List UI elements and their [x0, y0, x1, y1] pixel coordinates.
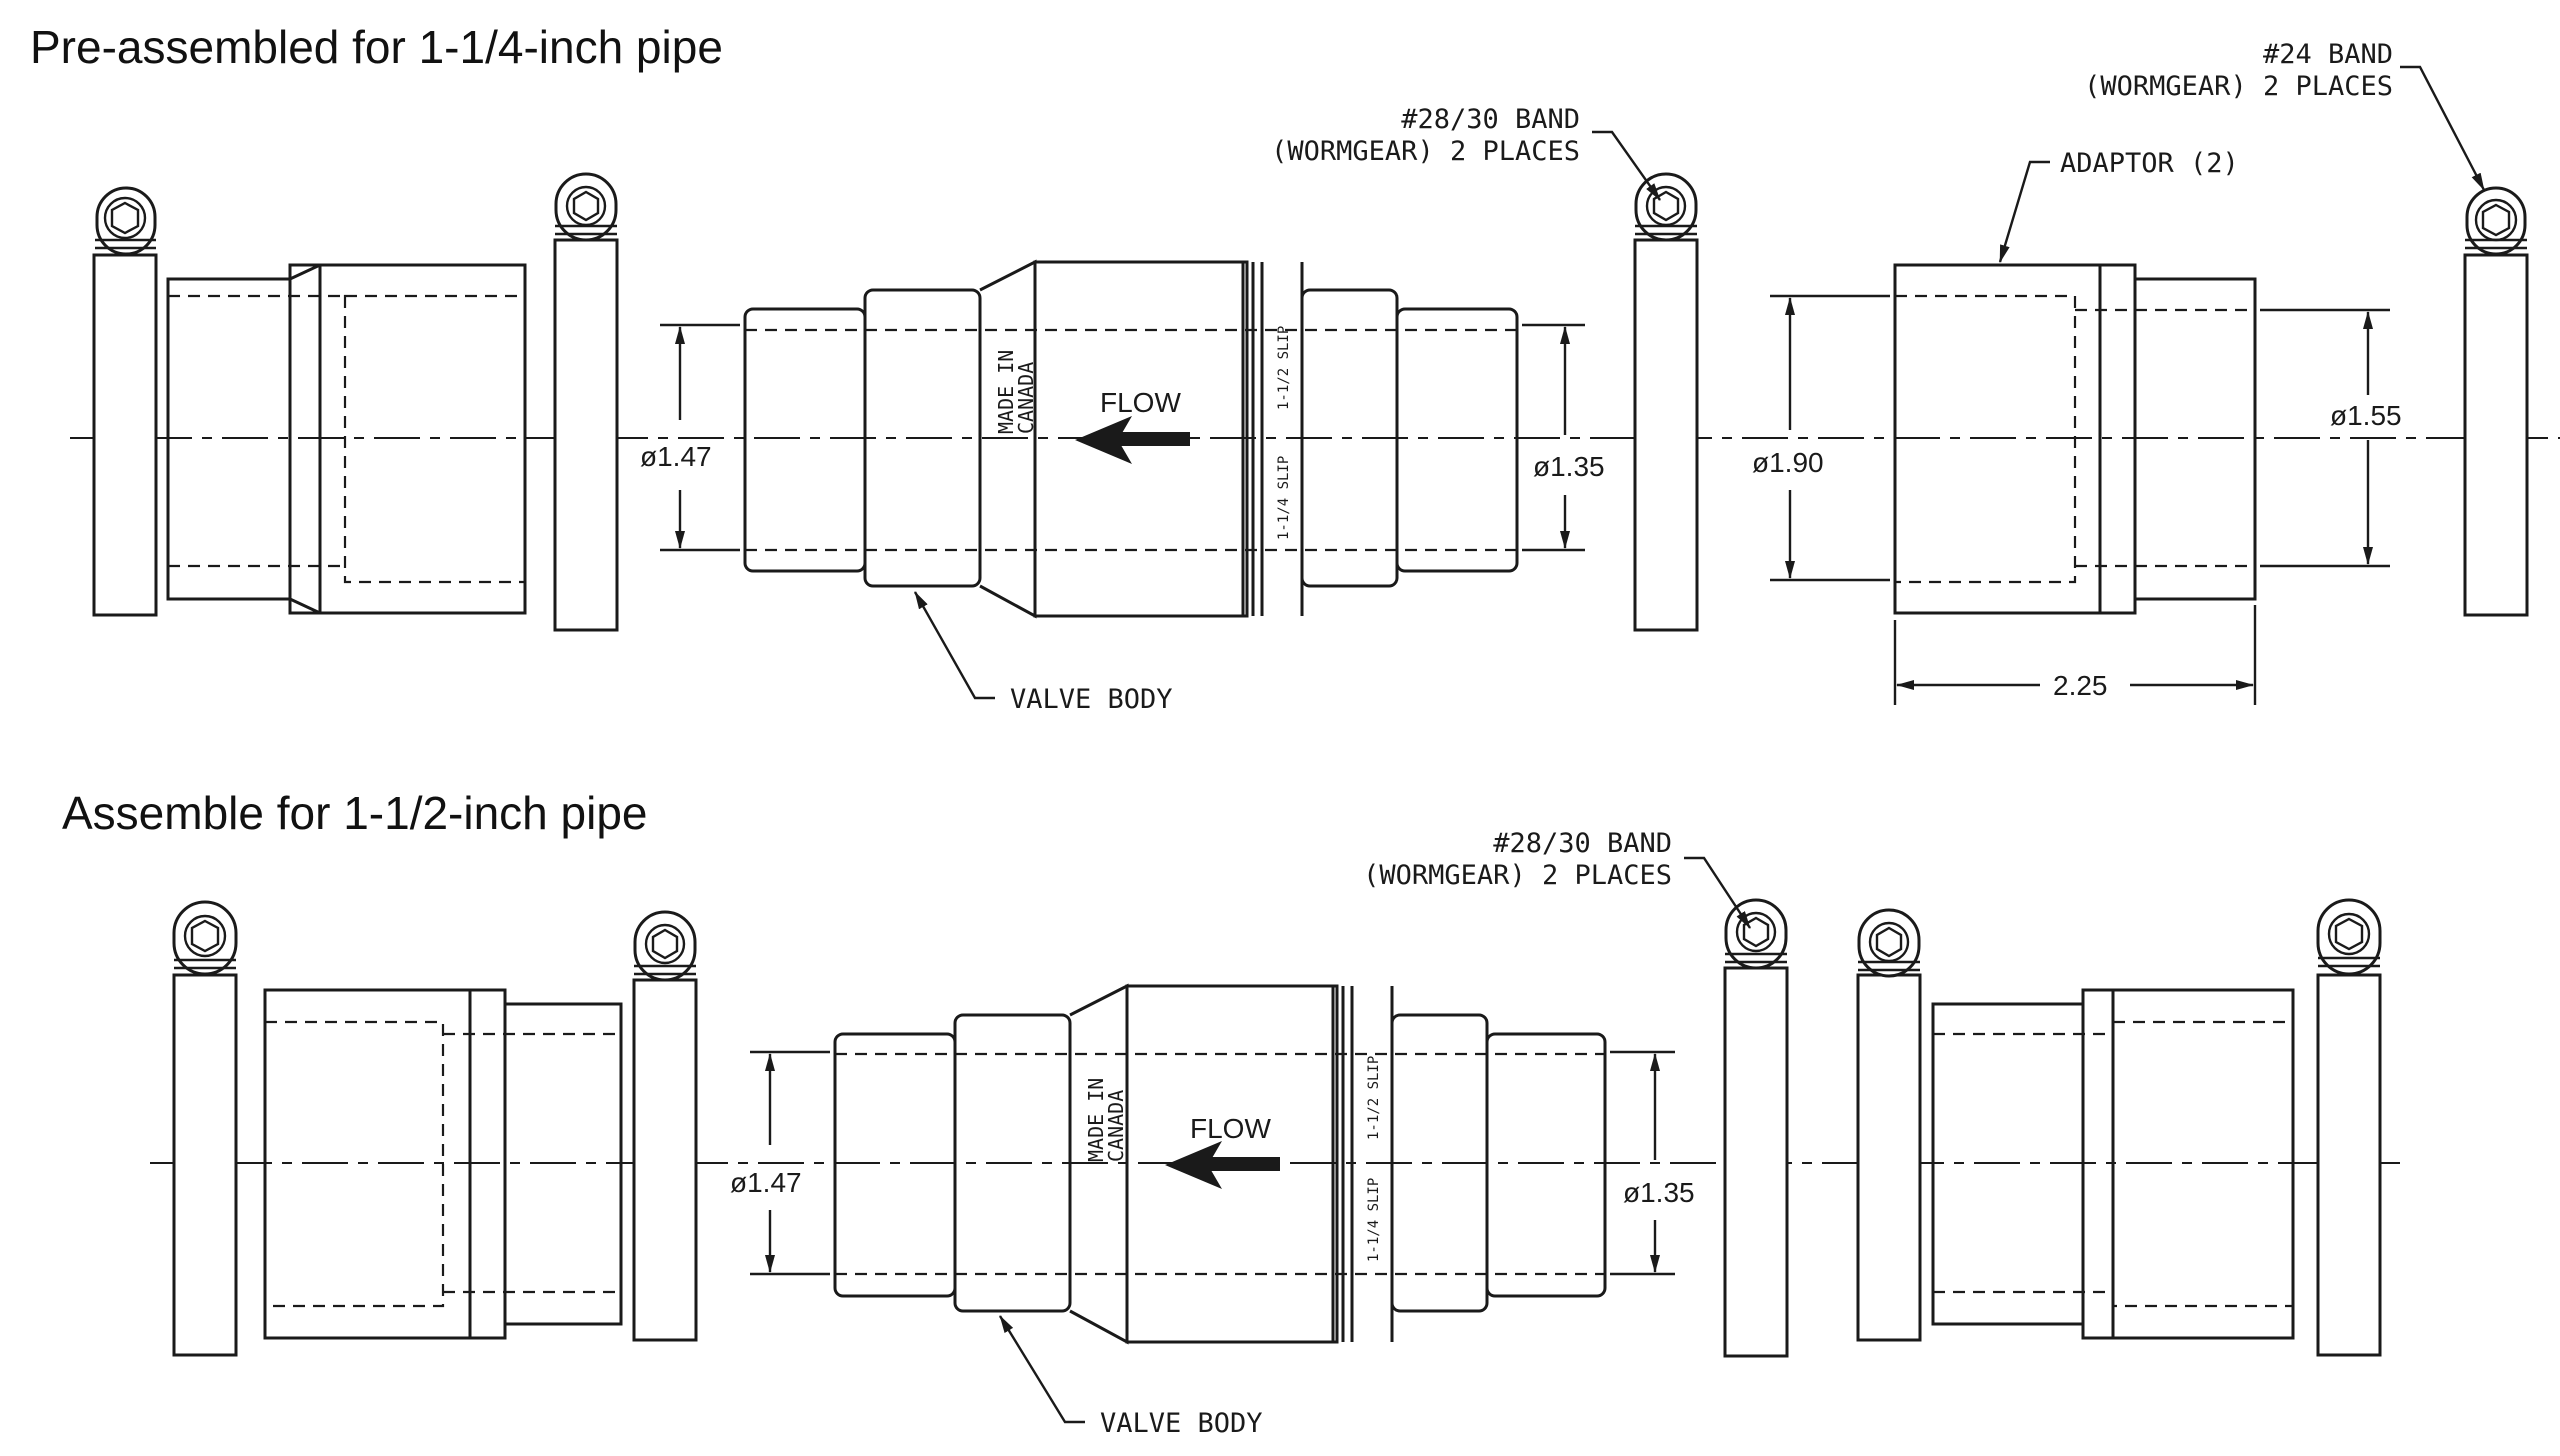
svg-text:ø1.47: ø1.47 — [640, 441, 712, 472]
callout-band-28-30: #28/30 BAND (WORMGEAR) 2 PLACES — [1271, 104, 1661, 201]
callout-band-24: #24 BAND (WORMGEAR) 2 PLACES — [2084, 39, 2486, 191]
screw-head-icon — [1735, 911, 1777, 953]
screw-head-icon — [103, 196, 147, 240]
wormgear-band-left-outer — [172, 900, 238, 1357]
section-preassembled: MADE IN CANADA 1-1/2 SLIP 1-1/4 SLIP FLO… — [70, 39, 2560, 715]
svg-text:#28/30 BAND: #28/30 BAND — [1401, 104, 1580, 135]
section-title-preassembled: Pre-assembled for 1-1/4-inch pipe — [30, 21, 723, 73]
svg-text:(WORMGEAR) 2 PLACES: (WORMGEAR) 2 PLACES — [2084, 71, 2393, 102]
wormgear-band-right-middle — [1856, 908, 1922, 1342]
slip-large-label: 1-1/2 SLIP — [1366, 1056, 1382, 1140]
dimension-diameter-1-90: ø1.90 — [1752, 294, 1890, 582]
screw-head-icon — [2327, 912, 2371, 956]
made-in-canada-line2: CANADA — [1104, 1090, 1128, 1162]
section-title-assemble: Assemble for 1-1/2-inch pipe — [62, 787, 648, 839]
dimension-diameter-1-35: ø1.35 — [1610, 1050, 1695, 1276]
wormgear-band-right-inner — [1723, 898, 1789, 1358]
slip-small-label: 1-1/4 SLIP — [1366, 1178, 1382, 1262]
made-in-canada-line1: MADE IN — [1084, 1078, 1108, 1162]
svg-text:ADAPTOR (2): ADAPTOR (2) — [2060, 148, 2239, 179]
callout-valve-body: VALVE BODY — [998, 1315, 1263, 1439]
wormgear-band-left-outer — [92, 186, 158, 617]
slip-large-label: 1-1/2 SLIP — [1276, 326, 1292, 410]
adaptor-right — [1931, 988, 2295, 1340]
callout-adaptor: ADAPTOR (2) — [1998, 148, 2239, 263]
callout-band-28-30: #28/30 BAND (WORMGEAR) 2 PLACES — [1363, 828, 1752, 929]
svg-text:ø1.35: ø1.35 — [1533, 451, 1605, 482]
adaptor-right — [1893, 263, 2257, 615]
screw-head-icon — [644, 923, 686, 965]
svg-text:(WORMGEAR) 2 PLACES: (WORMGEAR) 2 PLACES — [1363, 860, 1672, 891]
screw-head-icon — [2474, 198, 2518, 242]
svg-text:2.25: 2.25 — [2053, 670, 2108, 701]
wormgear-band-right-inner — [1633, 172, 1699, 632]
flow-label: FLOW — [1190, 1113, 1271, 1144]
flow-arrow-icon — [1165, 1141, 1280, 1189]
adaptor-left — [263, 988, 623, 1340]
screw-head-icon — [1868, 921, 1910, 963]
wormgear-band-left-inner — [632, 910, 698, 1342]
wormgear-band-left-inner — [553, 172, 619, 632]
made-in-canada-line1: MADE IN — [994, 350, 1018, 434]
dimension-diameter-1-47: ø1.47 — [730, 1050, 830, 1276]
callout-valve-body: VALVE BODY — [913, 591, 1173, 715]
dimension-diameter-1-35: ø1.35 — [1522, 323, 1605, 552]
svg-text:(WORMGEAR) 2 PLACES: (WORMGEAR) 2 PLACES — [1271, 136, 1580, 167]
slip-small-label: 1-1/4 SLIP — [1276, 456, 1292, 540]
wormgear-band-right-outer — [2463, 186, 2529, 617]
dimension-length-2-25: 2.25 — [1893, 605, 2257, 705]
made-in-canada-line2: CANADA — [1014, 362, 1038, 434]
section-assemble: MADE IN CANADA 1-1/2 SLIP 1-1/4 SLIP FLO… — [150, 828, 2410, 1439]
wormgear-band-right-outer — [2316, 898, 2382, 1357]
valve-body: MADE IN CANADA 1-1/2 SLIP 1-1/4 SLIP FLO… — [743, 259, 1519, 619]
svg-text:#28/30 BAND: #28/30 BAND — [1493, 828, 1672, 859]
svg-text:ø1.55: ø1.55 — [2330, 400, 2402, 431]
valve-body: MADE IN CANADA 1-1/2 SLIP 1-1/4 SLIP FLO… — [833, 983, 1607, 1345]
screw-head-icon — [565, 185, 607, 227]
screw-head-icon — [183, 914, 227, 958]
svg-text:VALVE BODY: VALVE BODY — [1100, 1408, 1263, 1439]
flow-arrow-icon — [1075, 416, 1190, 464]
svg-text:VALVE BODY: VALVE BODY — [1010, 684, 1173, 715]
svg-text:ø1.47: ø1.47 — [730, 1167, 802, 1198]
screw-head-icon — [1645, 185, 1687, 227]
dimension-diameter-1-47: ø1.47 — [640, 323, 740, 552]
flow-label: FLOW — [1100, 387, 1181, 418]
svg-text:ø1.35: ø1.35 — [1623, 1177, 1695, 1208]
svg-text:ø1.90: ø1.90 — [1752, 447, 1824, 478]
svg-text:#24 BAND: #24 BAND — [2263, 39, 2393, 70]
adaptor-left — [166, 263, 527, 615]
dimension-diameter-1-55: ø1.55 — [2260, 308, 2402, 568]
